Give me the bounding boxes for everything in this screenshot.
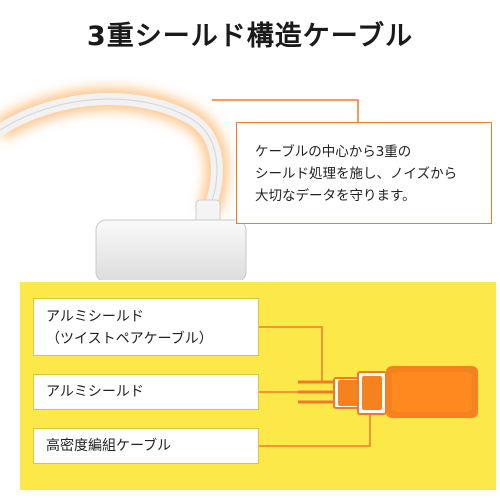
label-inner-line1: アルミシールド bbox=[46, 309, 144, 325]
label-inner-shield: アルミシールド （ツイストペアケーブル） bbox=[33, 298, 259, 356]
label-middle-shield: アルミシールド bbox=[33, 374, 259, 410]
callout-line: ケーブルの中心から3重の bbox=[255, 144, 412, 160]
label-outer-braid: 高密度編組ケーブル bbox=[33, 428, 259, 464]
callout-box: ケーブルの中心から3重の シールド処理を施し、ノイズから 大切なデータを守ります… bbox=[236, 122, 492, 224]
cable-illustration bbox=[0, 88, 359, 280]
page-title: 3重シールド構造ケーブル bbox=[86, 21, 414, 52]
label-middle-text: アルミシールド bbox=[46, 384, 144, 400]
callout-line: シールド処理を施し、ノイズから bbox=[255, 166, 458, 182]
label-inner-line2: （ツイストペアケーブル） bbox=[46, 331, 213, 347]
callout-line: 大切なデータを守ります。 bbox=[255, 188, 416, 204]
label-outer-text: 高密度編組ケーブル bbox=[46, 438, 172, 454]
